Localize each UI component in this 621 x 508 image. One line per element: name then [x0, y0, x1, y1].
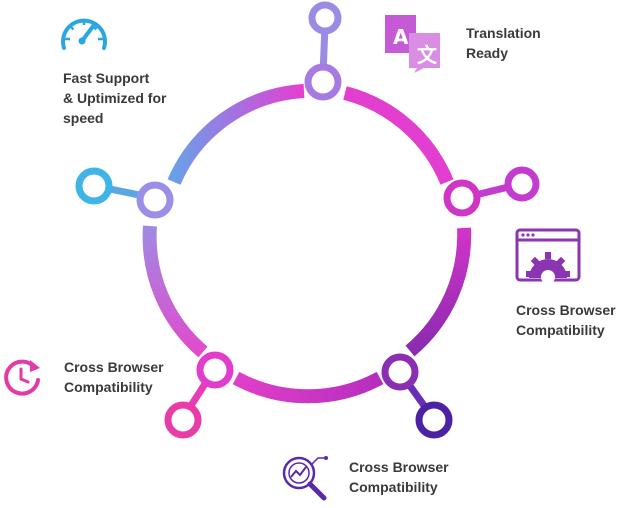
label-line: Compatibility	[64, 379, 153, 395]
feature-label-browser-3: Cross Browser Compatibility	[64, 357, 164, 397]
feature-label-browser-2: Cross Browser Compatibility	[349, 457, 449, 497]
ring-arc-top	[167, 84, 305, 185]
node-inner-right	[443, 179, 481, 217]
svg-text:文: 文	[417, 43, 438, 67]
svg-text:A: A	[393, 25, 409, 49]
label-line: Translation	[466, 25, 541, 41]
label-line: speed	[63, 110, 104, 126]
label-line: Cross Browser	[349, 459, 449, 475]
node-inner-bottom-right	[381, 353, 419, 391]
node-inner-left	[136, 181, 174, 219]
node-outer-right	[504, 166, 540, 202]
translate-icon: A 文	[385, 15, 440, 73]
ring-arc-left	[142, 225, 208, 358]
label-line: Ready	[466, 45, 509, 61]
ring-arc-top-right	[343, 86, 454, 185]
speedometer-icon	[61, 18, 107, 50]
node-outer-bottom-left	[164, 401, 202, 439]
ring-arc-bottom	[232, 371, 384, 404]
node-outer-bottom-right	[415, 401, 453, 439]
feature-label-translation: Translation Ready	[466, 23, 541, 63]
label-line: Cross Browser	[64, 359, 164, 375]
node-outer-left	[75, 167, 113, 205]
browser-gear-icon	[515, 228, 581, 282]
ring-arc-right	[405, 227, 472, 357]
node-outer-top	[308, 1, 342, 35]
clock-refresh-icon	[4, 359, 40, 396]
feature-label-support: Fast Support & Uptimized for speed	[63, 68, 166, 128]
label-line: Compatibility	[349, 479, 438, 495]
label-line: & Uptimized for	[63, 90, 167, 106]
feature-label-browser-1: Cross Browser Compatibility	[516, 300, 616, 340]
node-inner-bottom-left	[196, 351, 234, 389]
magnifier-chart-icon	[282, 456, 328, 501]
node-inner-top	[304, 63, 342, 101]
label-line: Cross Browser	[516, 302, 616, 318]
label-line: Compatibility	[516, 322, 605, 338]
label-line: Fast Support	[63, 70, 150, 86]
